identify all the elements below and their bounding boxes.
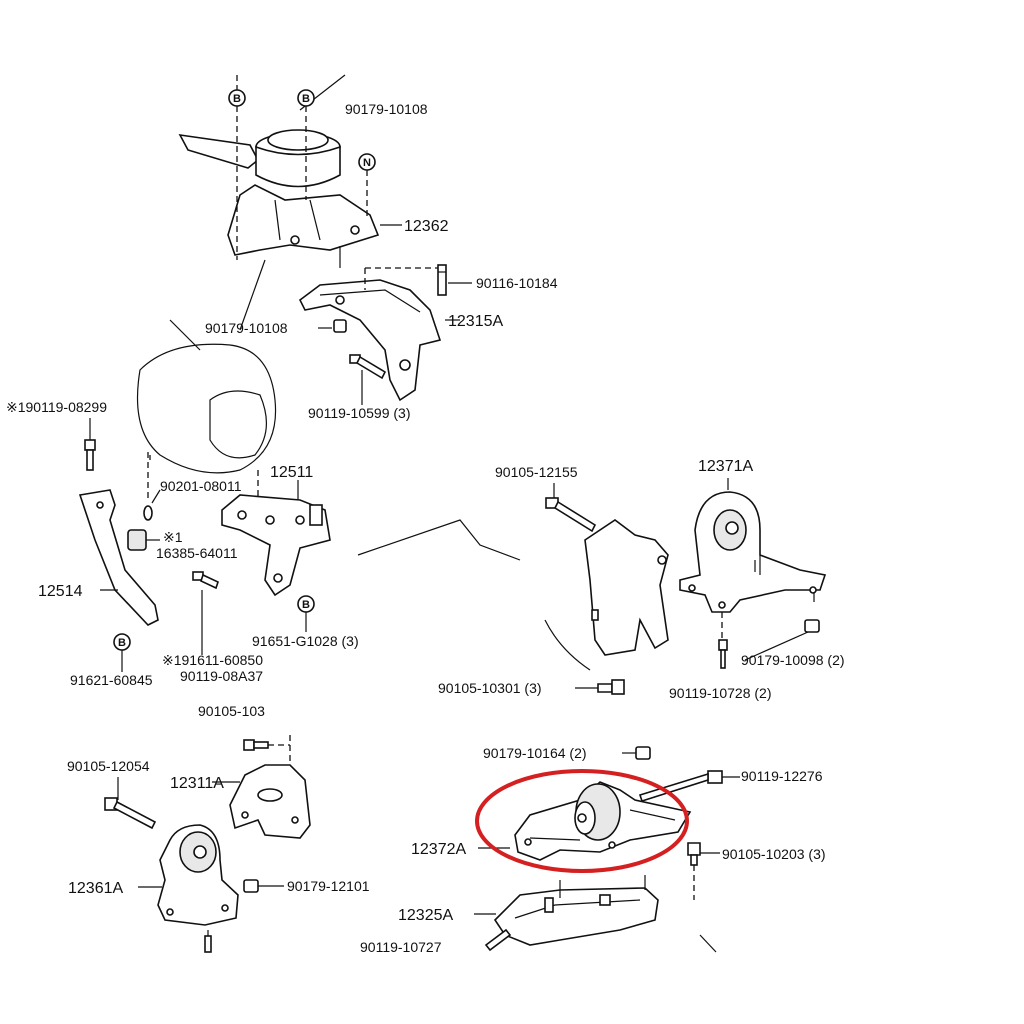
bracket-12315A xyxy=(298,279,442,402)
bolt-icon xyxy=(192,571,219,590)
part-label: 12514 xyxy=(38,583,83,600)
part-label: 90119-10727 xyxy=(360,939,442,955)
part-label: 16385-64011 xyxy=(156,545,238,561)
ref-marker-b: B xyxy=(297,89,315,107)
bolt-icon xyxy=(84,439,96,471)
svg-text:B: B xyxy=(302,93,310,105)
bolt-icon xyxy=(687,842,701,866)
part-label: 90201-08011 xyxy=(160,478,242,494)
bolt-icon xyxy=(484,928,512,952)
bracket-12325A xyxy=(493,875,659,946)
part-label: 91621-60845 xyxy=(70,672,153,688)
bracket-12514 xyxy=(78,489,159,626)
part-label: 12325A xyxy=(398,907,453,924)
part-label: 90119-10728 (2) xyxy=(669,685,771,701)
part-label: 90119-12276 xyxy=(741,768,823,784)
part-label: 12372A xyxy=(411,841,466,858)
part-label: ※190119-08299 xyxy=(6,399,107,415)
part-label: 90179-10098 (2) xyxy=(741,652,845,668)
bolt-icon xyxy=(597,679,625,695)
part-label: 90179-10108 xyxy=(345,101,428,117)
part-label: 90116-10184 xyxy=(476,275,558,291)
cushion-icon xyxy=(127,529,147,551)
part-label: 90105-10301 (3) xyxy=(438,680,542,696)
part-label: ※191611-60850 xyxy=(162,652,263,668)
engine-mount-12362 xyxy=(178,74,402,268)
bolt-icon xyxy=(104,797,157,830)
part-label: 12315A xyxy=(448,313,503,330)
bracket-12511 xyxy=(221,494,331,597)
nut-icon xyxy=(333,319,347,333)
bracket-12311A xyxy=(229,764,311,839)
part-label: 12511 xyxy=(270,464,313,481)
part-label: 90105-103 xyxy=(198,703,265,719)
nut-icon xyxy=(804,619,820,633)
bolt-icon xyxy=(437,264,447,296)
bolt-icon xyxy=(243,739,269,751)
part-label: 12371A xyxy=(698,458,753,475)
highlight-ring xyxy=(475,769,689,873)
part-label: ※1 xyxy=(163,529,183,545)
ref-marker-b: B xyxy=(113,633,131,651)
bolt-icon xyxy=(718,639,728,669)
ref-marker-n: N xyxy=(358,153,376,171)
part-label: 91651-G1028 (3) xyxy=(252,633,359,649)
part-label: 90179-12101 xyxy=(287,878,370,894)
svg-text:B: B xyxy=(118,637,126,649)
ref-marker-b: B xyxy=(228,89,246,107)
part-label: 90119-10599 (3) xyxy=(308,405,410,421)
part-label: 90119-08A37 xyxy=(180,668,263,684)
svg-text:B: B xyxy=(233,93,241,105)
part-label: 12361A xyxy=(68,880,123,897)
svg-text:N: N xyxy=(363,157,371,169)
part-label: 90105-12054 xyxy=(67,758,150,774)
engine-mount-12371A xyxy=(679,491,827,613)
bolt-icon xyxy=(545,497,597,533)
bracket-right-mid xyxy=(584,519,669,656)
washer-icon xyxy=(143,505,153,521)
engine-mount-12372A xyxy=(514,781,692,861)
part-label: 90179-10164 (2) xyxy=(483,745,587,761)
part-label: 90105-10203 (3) xyxy=(722,846,826,862)
engine-mount-12361A xyxy=(157,824,239,926)
nut-icon xyxy=(635,746,651,760)
bolt-icon xyxy=(349,354,387,380)
part-label: 90179-10108 xyxy=(205,320,288,336)
ref-marker-b: B xyxy=(297,595,315,613)
nut-icon xyxy=(243,879,259,893)
part-label: 12311A xyxy=(170,775,224,792)
alternator-outline xyxy=(137,259,277,474)
part-label: 90105-12155 xyxy=(495,464,578,480)
part-label: 12362 xyxy=(404,218,449,235)
svg-text:B: B xyxy=(302,599,310,611)
